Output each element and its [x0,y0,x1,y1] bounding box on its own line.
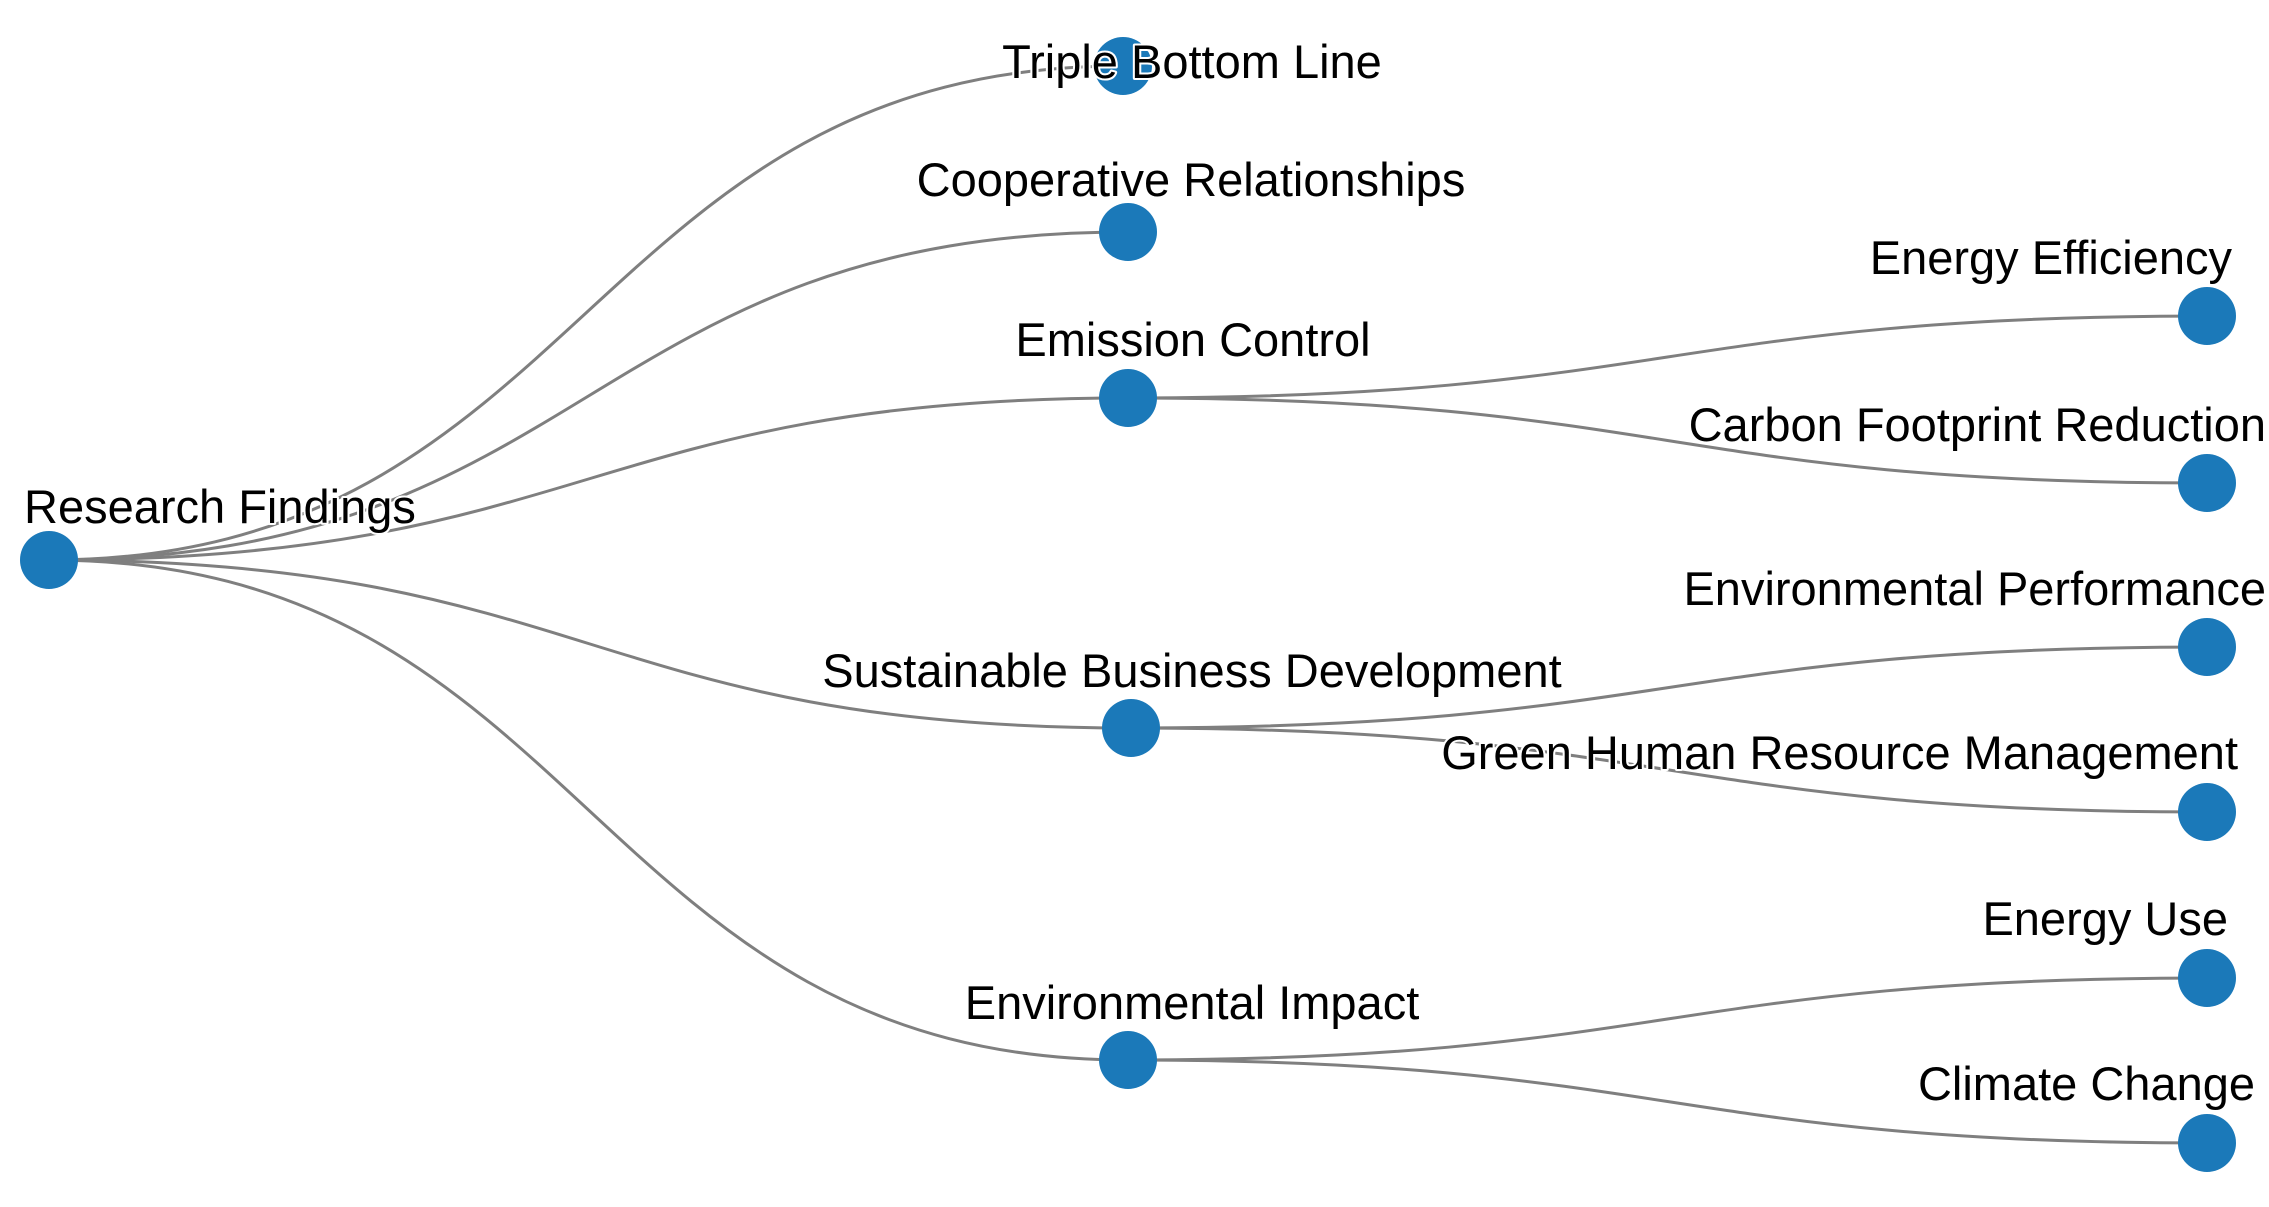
labels-layer: Research Findings Triple Bottom LineCoope… [22,33,2268,1112]
tree-edge-research-findings--cooperative-relationships [48,230,1129,562]
tree-node-carbon-footprint-reduction[interactable] [2178,454,2236,512]
tree-edge-emission-control--carbon-footprint-reduction [1127,396,2208,485]
tree-node-green-human-resource-management[interactable] [2178,783,2236,841]
tree-edge-research-findings--emission-control [48,396,1129,562]
tree-edge-research-findings--triple-bottom-line [48,64,1124,562]
node-label-emission-control: Emission Control [1015,313,1370,366]
tree-edge-research-findings--environmental-impact [48,558,1129,1062]
tree-edge-sustainable-business-development--environmental-performance [1130,645,2208,730]
node-label-environmental-performance: Environmental Performance [1683,562,2266,615]
tree-node-cooperative-relationships[interactable] [1099,203,1157,261]
node-label-research-findings: Research Findings [24,480,416,533]
node-label-triple-bottom-line: Triple Bottom Line [1002,35,1382,88]
node-label-climate-change: Climate Change [1918,1057,2255,1110]
tree-edge-environmental-impact--climate-change [1127,1058,2208,1145]
node-label-energy-use: Energy Use [1982,892,2228,945]
node-label-carbon-footprint-reduction: Carbon Footprint Reduction [1689,398,2266,451]
node-label-sustainable-business-development: Sustainable Business Development [822,644,1561,697]
tree-edge-environmental-impact--energy-use [1127,976,2208,1062]
tree-edge-research-findings--sustainable-business-development [48,558,1132,730]
tree-edge-sustainable-business-development--green-human-resource-management [1130,726,2208,814]
tree-node-emission-control[interactable] [1099,369,1157,427]
tree-node-environmental-impact[interactable] [1099,1031,1157,1089]
node-label-environmental-impact: Environmental Impact [965,976,1420,1029]
edges-layer [48,64,2208,1145]
tree-node-sustainable-business-development[interactable] [1102,699,1160,757]
node-label-energy-efficiency: Energy Efficiency [1870,231,2233,284]
tree-node-research-findings[interactable] [20,531,78,589]
node-label-cooperative-relationships: Cooperative Relationships [917,153,1466,206]
tree-node-energy-efficiency[interactable] [2178,287,2236,345]
tree-node-environmental-performance[interactable] [2178,618,2236,676]
tree-edge-emission-control--energy-efficiency [1127,314,2208,400]
nodes-layer [20,37,2236,1172]
tree-node-energy-use[interactable] [2178,949,2236,1007]
node-label-green-human-resource-management: Green Human Resource Management [1441,726,2238,779]
tree-node-climate-change[interactable] [2178,1114,2236,1172]
tree-node-triple-bottom-line[interactable] [1094,37,1152,95]
